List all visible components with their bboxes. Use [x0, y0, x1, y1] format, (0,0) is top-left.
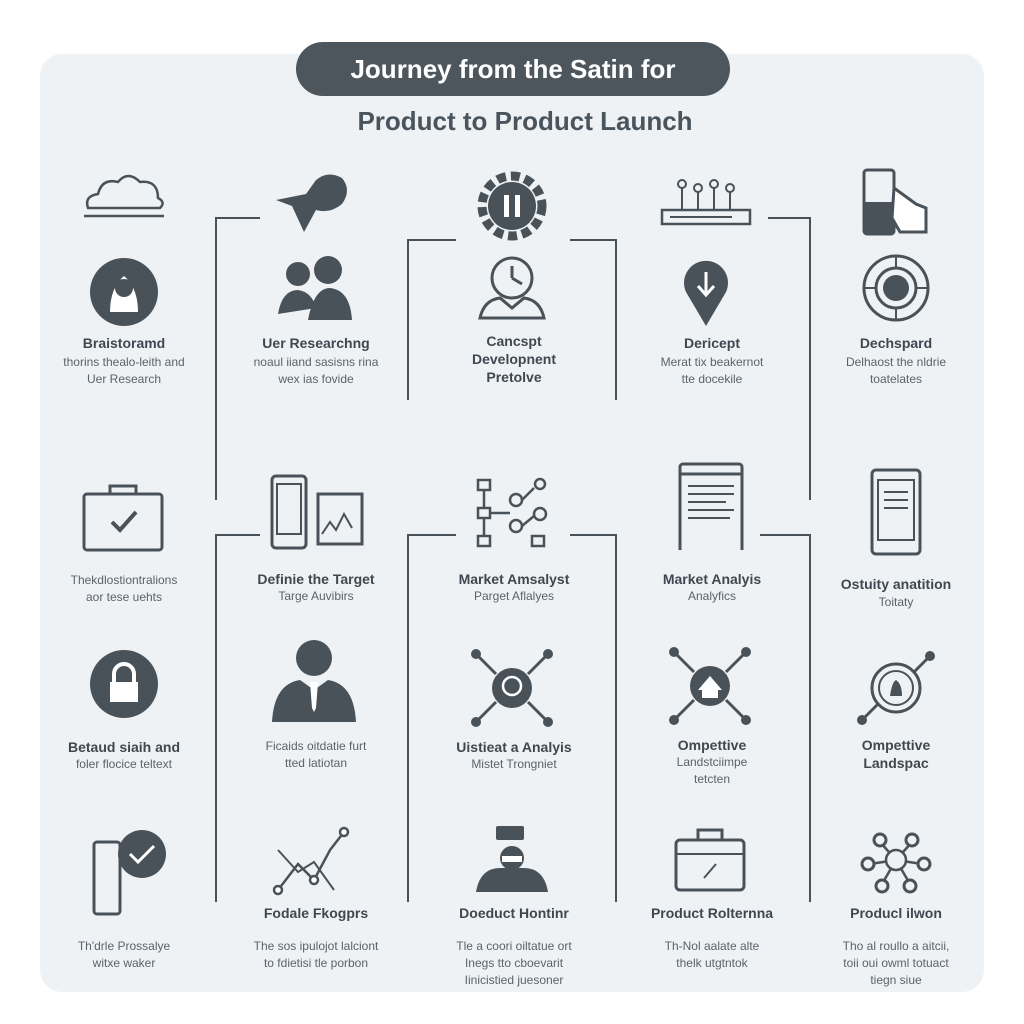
r3c1-description: foler flocice teltext: [75, 757, 173, 771]
phone-check-icon: [78, 826, 178, 916]
page-subtitle: Product to Product Launch: [357, 106, 693, 136]
phone-chart-icon: [264, 470, 364, 560]
circuit-board-icon: [656, 170, 756, 260]
lock-icon: [74, 642, 174, 732]
r3c1-label: Betaud siaih and: [67, 739, 181, 755]
target-arrows-icon: [462, 646, 562, 736]
r2c4-description: Analyfics: [687, 589, 737, 603]
connector-col2-top: [407, 239, 456, 400]
connector-col1-bottom: [215, 534, 260, 902]
network-nodes-icon: [846, 816, 946, 906]
location-pin-icon: [656, 248, 756, 338]
chat-person-icon: [462, 816, 562, 906]
tablet-hand-icon: [850, 162, 950, 252]
compass-icon: [846, 646, 946, 736]
businessman-icon: [264, 634, 364, 724]
tablet-list-icon: [846, 466, 946, 556]
r1c4-label: Dericept: [683, 335, 741, 351]
cloud-icon: [74, 160, 174, 250]
line-chart-icon: [264, 820, 364, 910]
connector-col4-top: [768, 217, 811, 500]
r4c4-label: Product Rolternna: [650, 905, 774, 921]
page-title: Journey from the Satin for: [350, 53, 676, 84]
connector-col2-top-right: [570, 239, 617, 400]
r1c5-label: Dechspard: [859, 335, 933, 351]
connector-col2-bottom: [407, 534, 456, 902]
connector-col4-bottom: [760, 534, 811, 902]
r3c4-label: Ompettive: [677, 737, 747, 753]
r2c2-label: Definie the Target: [257, 571, 375, 587]
person-circle-icon: [74, 248, 174, 338]
briefcase-check-icon: [74, 476, 174, 566]
flowchart-icon: [462, 470, 562, 560]
document-window-icon: [660, 460, 760, 550]
r3c3-label: Uistieat a Analyis: [456, 739, 572, 755]
r1c2-label: Uer Researchng: [262, 335, 370, 351]
target-circle-icon: [846, 244, 946, 334]
r2c5-label: Ostuity anatition: [840, 576, 952, 592]
gear-pause-icon: [462, 160, 562, 250]
r1c1-label: Braistoramd: [82, 335, 166, 351]
r2c2-description: Targe Auvibirs: [278, 589, 354, 603]
connector-col2-bottom-right: [570, 534, 617, 902]
r4c5-description: Tho al roullo a aitcii,toii oui owml tot…: [842, 939, 950, 987]
toolbox-icon: [660, 816, 760, 906]
r3c3-description: Mistet Trongniet: [471, 757, 557, 771]
r2c5-description: Toitaty: [878, 595, 914, 609]
home-arrows-icon: [660, 646, 760, 736]
r2c3-description: Parget Aflalyes: [473, 589, 555, 603]
r4c2-label: Fodale Fkogprs: [263, 905, 369, 921]
connector-col1-top: [215, 217, 260, 500]
r2c4-label: Market Analyis: [662, 571, 762, 587]
title-pill: Journey from the Satin for: [296, 42, 730, 96]
r4c3-label: Doeduct Hontinr: [459, 905, 569, 921]
rocket-icon: [266, 160, 366, 250]
r2c3-label: Market Amsalyst: [458, 571, 570, 587]
r4c5-label: Producl ilwon: [850, 905, 942, 921]
businessman-clock-icon: [462, 248, 562, 338]
user-group-icon: [264, 248, 364, 338]
